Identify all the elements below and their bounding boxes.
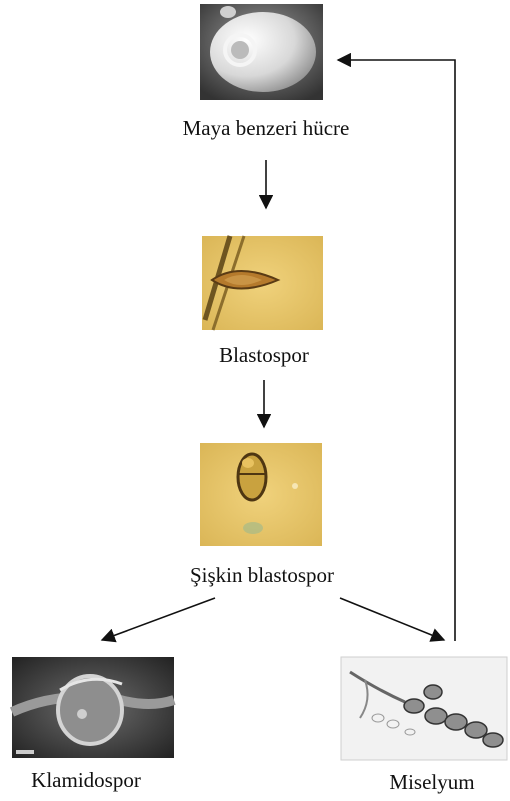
- arrow-mycelium-to-yeast: [338, 60, 455, 641]
- yeast-cell-label: Maya benzeri hücre: [183, 118, 350, 139]
- swollen-blastospore-label: Şişkin blastospor: [190, 565, 334, 586]
- mycelium-label: Miselyum: [389, 772, 474, 793]
- arrow-swollen-to-mycelium: [340, 598, 444, 640]
- mycelium-image: [341, 657, 507, 760]
- chlamydospore-image: [12, 657, 174, 758]
- blastospore-image: [202, 236, 323, 330]
- arrow-swollen-to-chlamydospore: [102, 598, 215, 640]
- blastospore-label: Blastospor: [219, 345, 309, 366]
- chlamydospore-label: Klamidospor: [31, 770, 141, 791]
- swollen-blastospore-image: [200, 443, 322, 546]
- yeast-cell-image: [200, 4, 323, 100]
